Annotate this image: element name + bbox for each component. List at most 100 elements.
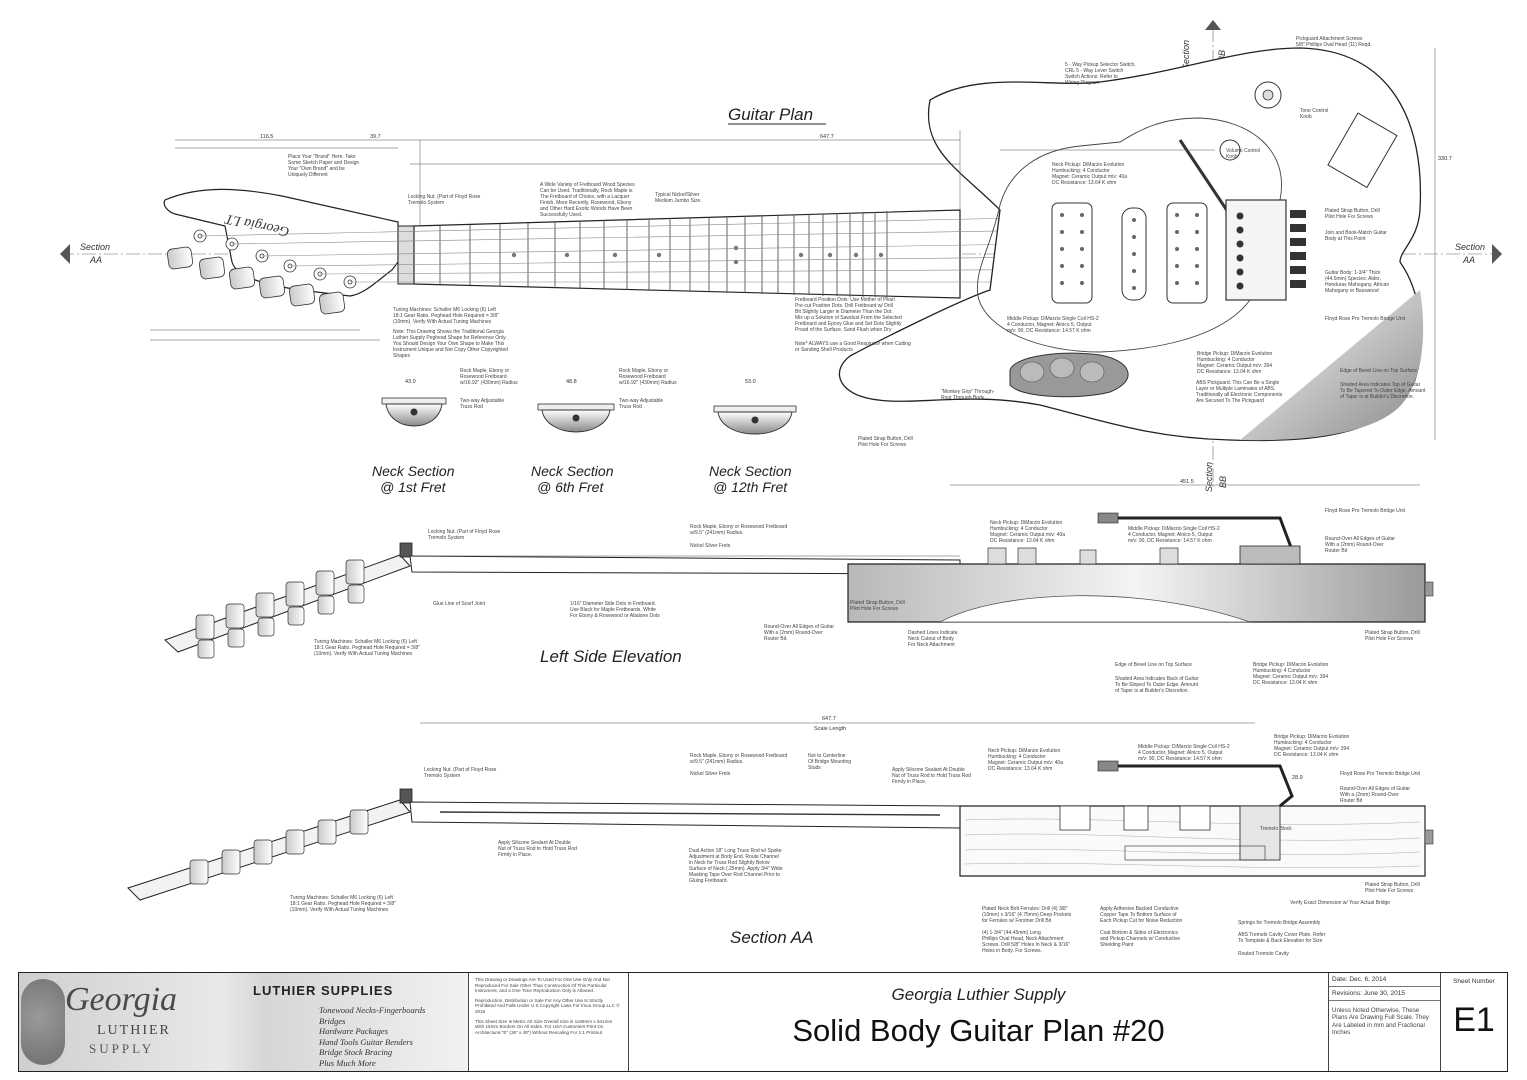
volume-knob (1219, 139, 1241, 161)
section-bb-arrow-top (1205, 20, 1221, 30)
product-line: Tonewood Necks-Fingerboards (319, 1005, 426, 1015)
legal-text-2: Reproduction, Distribution or Sale For A… (475, 997, 620, 1014)
sec-note-tuning: Tuning Machines: Schaller M6 Locking (6)… (290, 895, 396, 913)
sec-note-middle-pickup: Middle Pickup: DiMarzio Single Coil HS-2… (1138, 744, 1230, 762)
neck-section-12-line1: Neck Section (709, 463, 792, 479)
note-monkey-grip: "Monkey Grip" Through-Rout Through Body (941, 389, 995, 401)
neck-section-6-line1: Neck Section (531, 463, 614, 479)
elevation-title: Left Side Elevation (540, 647, 682, 666)
section-bb-top-label: Section (1181, 40, 1191, 70)
company-name: Georgia Luthier Supply (891, 985, 1066, 1004)
elev-note-tuning: Tuning Machines: Schaller M6 Locking (6)… (314, 639, 420, 657)
sec-springs (1124, 845, 1266, 861)
sec-note-verify: Verify Exact Dimension w/ Your Actual Br… (1290, 900, 1390, 906)
neck-section-12: 53.0 Neck Section @ 12th Fret (709, 379, 797, 495)
fret-dots (511, 245, 884, 265)
legal-text-3: This Sheet Size Is Metric A0 Size Overal… (475, 1018, 613, 1035)
section-aa-left-sub: AA (89, 255, 102, 265)
note-fret-dots: Fretboard Position Dots: Use Mother of P… (795, 297, 902, 333)
section-aa-title: Section AA (730, 928, 813, 947)
note-fretboard: A Wide Variety of Fretboard Wood Species… (540, 182, 635, 218)
sec-wood-grain (964, 818, 1421, 868)
headstock-outline (163, 188, 399, 297)
section-bb-bottom-label: Section (1204, 462, 1214, 492)
bridge-pickup (1166, 202, 1208, 304)
section-aa-right-sub: AA (1462, 255, 1475, 265)
plan-dimension-lines (150, 48, 1436, 486)
dim-body-length: 451.5 (1180, 479, 1194, 485)
sec-note-frets: Nickel Silver Frets (690, 771, 731, 777)
sec-tremolo-arm (1100, 764, 1294, 808)
sec-note-springs: Springs for Tremolo Bridge Assembly (1238, 920, 1321, 926)
sec-truss-rod (439, 811, 941, 816)
section-aa-left-label: Section (80, 242, 110, 252)
guitar-plan-title: Guitar Plan (728, 105, 813, 124)
dim-neck-1: 43.0 (405, 379, 416, 385)
revisions-value: Revisions: June 30, 2015 (1329, 987, 1440, 1001)
product-line: Bridge Stock Bracing (319, 1047, 393, 1057)
section-aa-right-label: Section (1455, 242, 1485, 252)
sheet-panel: Sheet Number E1 (1441, 973, 1507, 1071)
elev-note-floyd: Floyd Rose Pro Tremolo Bridge Unit (1325, 508, 1406, 514)
title-panel: Georgia Luthier Supply Solid Body Guitar… (629, 973, 1329, 1071)
units-note: Unless Noted Otherwise, These Plans Are … (1332, 1007, 1429, 1037)
neck-section-6: 48.8 Neck Section @ 6th Fret (531, 379, 615, 495)
guitar-plan-view: Guitar Plan Section AA Section AA Sectio… (60, 20, 1502, 492)
elev-back-contour (939, 595, 1251, 623)
elev-note-glue: Glue Line of Scarf Joint (433, 601, 486, 607)
left-side-elevation: Left Side Elevation Locking Nut. (Part o… (164, 508, 1434, 694)
elev-tuners (195, 559, 365, 659)
sec-tuners (189, 809, 369, 885)
sec-pickup-cavities (1059, 805, 1211, 831)
logo-georgia: Georgia (65, 981, 178, 1018)
title-block: Georgia LUTHIER SUPPLY LUTHIER SUPPLIES … (18, 972, 1508, 1072)
sheet-number: E1 (1453, 1001, 1495, 1039)
product-line: Hardware Packages (319, 1026, 389, 1036)
neck-section-6-line2: @ 6th Fret (537, 479, 604, 495)
note-middle-pickup: Middle Pickup: DiMarzio Single Coil HS-2… (1007, 316, 1099, 334)
sec-note-routed: Routed Tremolo Cavity (1238, 951, 1289, 957)
legal-text-1: This Drawing or Drawings Are To Used For… (475, 977, 610, 994)
sec-note-tremolo-block: Tremolo Block (1260, 826, 1292, 832)
output-jack-plate (1327, 112, 1398, 189)
section-bb-bottom-sub: BB (1218, 476, 1228, 488)
luthier-supplies-heading: LUTHIER SUPPLIES (253, 983, 394, 998)
sec-note-floyd: Floyd Rose Pro Tremolo Bridge Unit (1340, 771, 1421, 777)
dim-body-width: 330.7 (1438, 156, 1452, 162)
note-respirator: Note* ALWAYS use a Good Respirator when … (795, 341, 911, 353)
neck-section-12-line2: @ 12th Fret (713, 479, 788, 495)
neck-section-1-line2: @ 1st Fret (380, 479, 447, 495)
dim-section-depth: 28.9 (1292, 775, 1303, 781)
elev-note-frets: Nickel Silver Frets (690, 543, 731, 549)
note-tuning: Tuning Machines: Schaller M6 Locking (6)… (393, 307, 499, 325)
bevel-shaded-area (1240, 290, 1424, 441)
dim-nut: 39.7 (370, 134, 381, 140)
dim-neck-6: 48.8 (566, 379, 577, 385)
elev-note-bevel: Edge of Bevel Line on Top Surface (1115, 662, 1192, 668)
